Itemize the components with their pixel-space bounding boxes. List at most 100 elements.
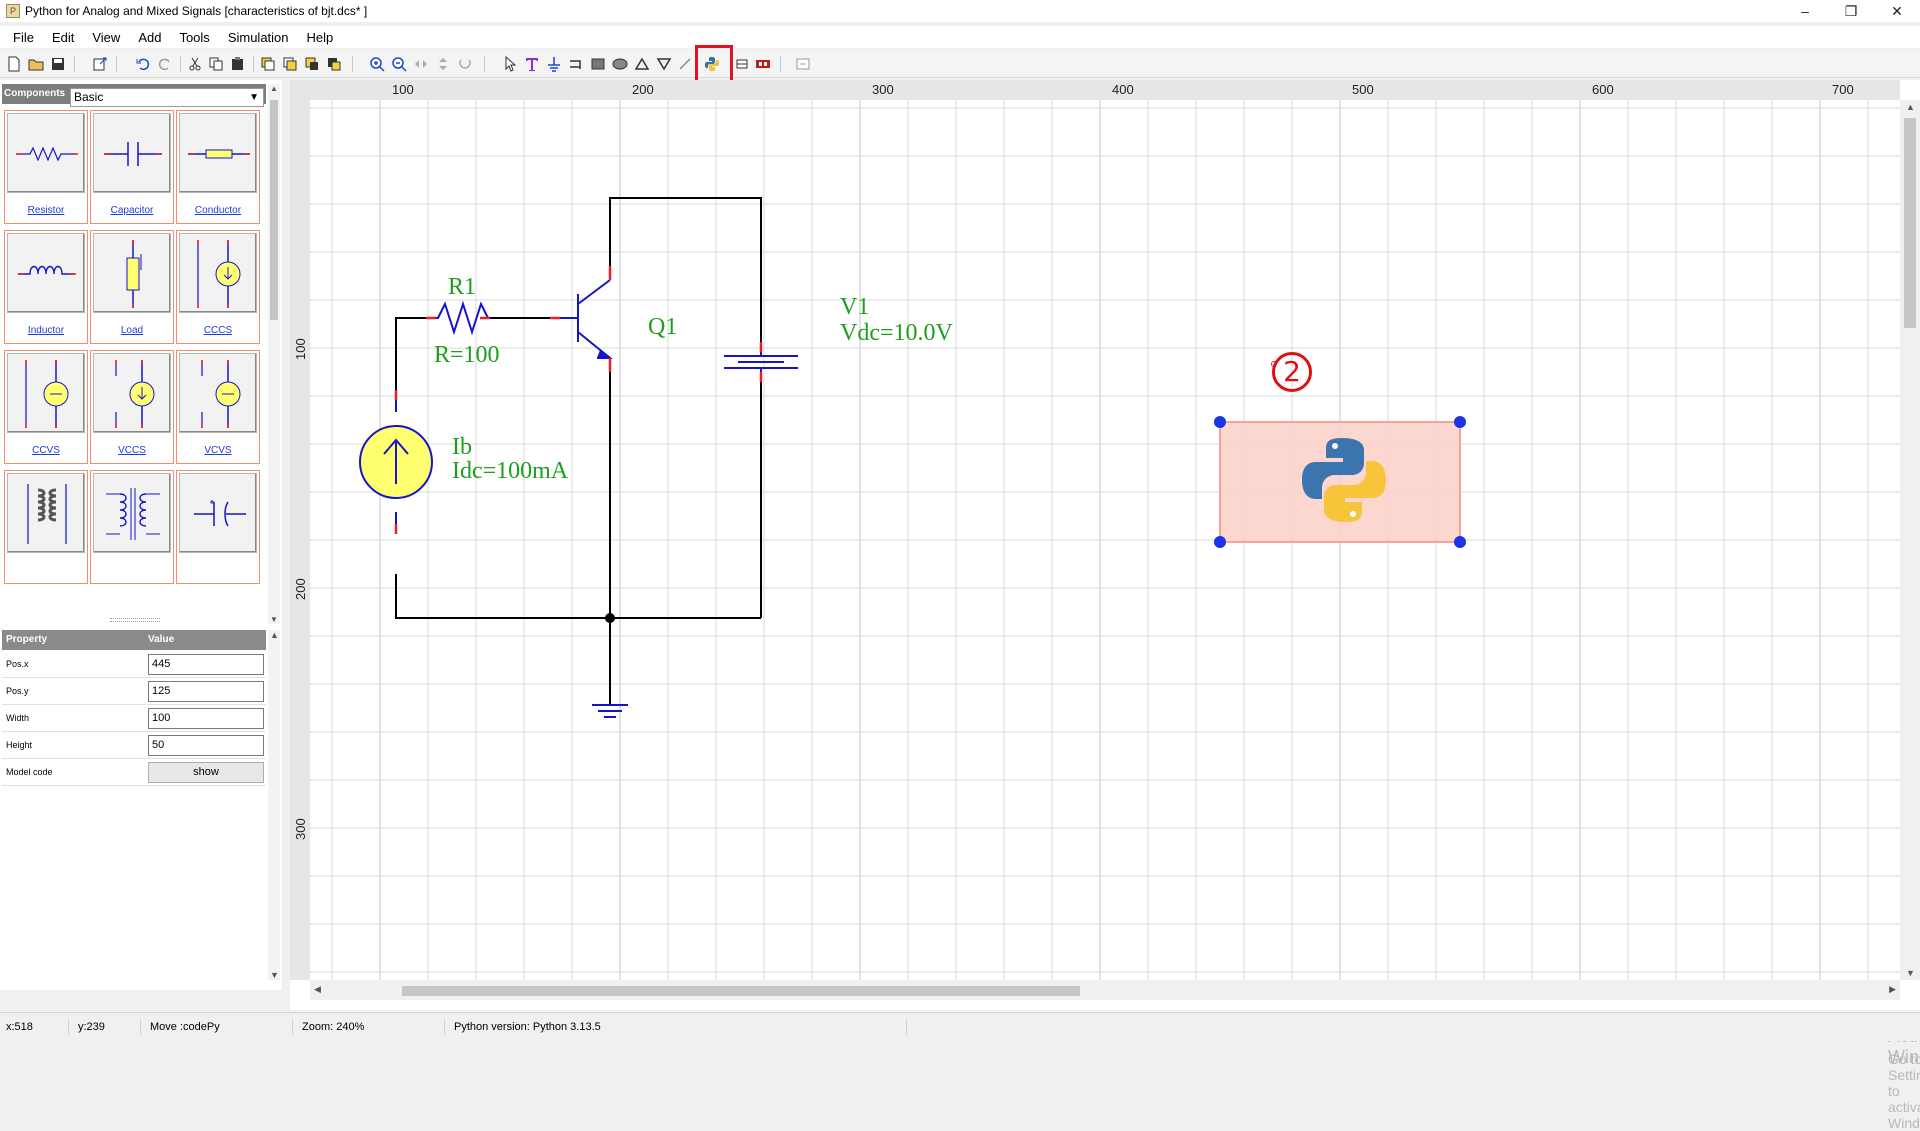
pos-y-field[interactable]: 125: [148, 681, 264, 702]
redo-icon[interactable]: [156, 55, 174, 73]
window-title: Python for Analog and Mixed Signals [cha…: [25, 4, 368, 18]
close-button[interactable]: ✕: [1891, 3, 1903, 19]
component-resistor[interactable]: Resistor: [4, 110, 88, 224]
schematic-drawing[interactable]: R1 R=100 Q1 V1 Vdc=10.0V Ib Idc=100mA: [310, 100, 1900, 980]
property-row-pos-y: Pos.y 125: [2, 678, 266, 705]
menu-add[interactable]: Add: [138, 29, 162, 45]
flip-horizontal-icon[interactable]: [412, 55, 430, 73]
block-tool-icon[interactable]: [733, 55, 751, 73]
ruler-label: 200: [632, 82, 654, 97]
horizontal-scroll-thumb[interactable]: [402, 986, 1080, 996]
undo-icon[interactable]: [134, 55, 152, 73]
image-tool-icon[interactable]: [754, 55, 772, 73]
schematic-canvas-area: 100 200 300 400 500 600 700 100 200 300: [290, 80, 1920, 1131]
scroll-right-icon[interactable]: ▶: [1889, 984, 1896, 994]
resize-handle-bottom-right[interactable]: [1454, 536, 1466, 548]
scroll-down-icon[interactable]: ▼: [1906, 968, 1915, 978]
wire-tool-icon[interactable]: [567, 55, 585, 73]
menu-edit[interactable]: Edit: [51, 29, 75, 45]
panel-toggle-icon[interactable]: [794, 55, 812, 73]
ground-symbol[interactable]: [592, 704, 628, 718]
zoom-out-icon[interactable]: [390, 55, 408, 73]
palette-scroll-thumb[interactable]: [270, 100, 278, 320]
canvas-horizontal-scrollbar[interactable]: ◀ ▶: [310, 980, 1900, 1000]
lower-icon[interactable]: [325, 55, 343, 73]
menu-simulation[interactable]: Simulation: [227, 29, 289, 45]
copy-icon[interactable]: [207, 55, 225, 73]
pos-x-field[interactable]: 445: [148, 654, 264, 675]
property-row-model-code: Model code show: [2, 759, 266, 786]
property-row-height: Height 50: [2, 732, 266, 759]
raise-icon[interactable]: [303, 55, 321, 73]
palette-scrollbar[interactable]: ▲ ▼: [268, 84, 280, 624]
height-field[interactable]: 50: [148, 735, 264, 756]
export-icon[interactable]: [91, 55, 109, 73]
menu-view[interactable]: View: [92, 29, 121, 45]
restore-button[interactable]: ❐: [1844, 3, 1858, 19]
send-back-icon[interactable]: [281, 55, 299, 73]
new-file-icon[interactable]: [5, 55, 23, 73]
menu-tools[interactable]: Tools: [179, 29, 210, 45]
vertical-scroll-thumb[interactable]: [1904, 118, 1916, 328]
arc-tool-icon[interactable]: [633, 55, 651, 73]
python-code-block[interactable]: [1214, 416, 1466, 548]
component-capacitor[interactable]: Capacitor: [90, 110, 174, 224]
component-ccvs[interactable]: CCVS: [4, 350, 88, 464]
show-model-code-button[interactable]: show: [148, 762, 264, 783]
text-tool-icon[interactable]: [523, 55, 541, 73]
line-tool-icon[interactable]: [676, 55, 694, 73]
polygon-tool-icon[interactable]: [655, 55, 673, 73]
current-source-ib[interactable]: [359, 390, 433, 534]
scroll-left-icon[interactable]: ◀: [314, 984, 321, 994]
minimize-button[interactable]: –: [1801, 3, 1809, 19]
component-vccs[interactable]: VCCS: [90, 350, 174, 464]
component-transformer[interactable]: [4, 470, 88, 584]
scroll-up-icon[interactable]: ▲: [1906, 102, 1915, 112]
width-field[interactable]: 100: [148, 708, 264, 729]
cut-icon[interactable]: [186, 55, 204, 73]
scroll-down-icon[interactable]: ▼: [270, 970, 279, 980]
component-conductor[interactable]: Conductor: [176, 110, 260, 224]
component-ideal-transformer[interactable]: [90, 470, 174, 584]
splitter-handle[interactable]: [110, 618, 160, 622]
ground-tool-icon[interactable]: [545, 55, 563, 73]
properties-scrollbar[interactable]: ▲ ▼: [268, 630, 280, 980]
category-select[interactable]: Basic ▼: [70, 88, 264, 107]
canvas-vertical-scrollbar[interactable]: ▲ ▼: [1900, 100, 1920, 980]
component-cccs[interactable]: CCCS: [176, 230, 260, 344]
component-inductor[interactable]: Inductor: [4, 230, 88, 344]
transistor-q1[interactable]: [550, 266, 613, 372]
python-code-icon[interactable]: [703, 55, 721, 73]
resize-handle-top-right[interactable]: [1454, 416, 1466, 428]
save-icon[interactable]: [49, 55, 67, 73]
bring-front-icon[interactable]: [259, 55, 277, 73]
scroll-down-icon[interactable]: ▼: [270, 615, 278, 624]
scroll-up-icon[interactable]: ▲: [270, 84, 278, 93]
zoom-in-icon[interactable]: [368, 55, 386, 73]
resistor-r1[interactable]: [426, 300, 490, 336]
menu-file[interactable]: File: [13, 29, 34, 45]
property-name: Model code: [6, 767, 53, 777]
callout-two: 2: [1272, 352, 1312, 392]
component-vcvs[interactable]: VCVS: [176, 350, 260, 464]
status-y-coordinate: y:239: [78, 1021, 105, 1033]
load-icon: [126, 240, 142, 308]
voltage-source-v1[interactable]: [724, 342, 798, 382]
rectangle-tool-icon[interactable]: [589, 55, 607, 73]
ruler-label: 600: [1592, 82, 1614, 97]
capacitor-icon: [104, 142, 162, 166]
rotate-icon[interactable]: [456, 55, 474, 73]
open-folder-icon[interactable]: [27, 55, 45, 73]
paste-icon[interactable]: [229, 55, 247, 73]
component-load[interactable]: Load: [90, 230, 174, 344]
flip-vertical-icon[interactable]: [434, 55, 452, 73]
resize-handle-top-left[interactable]: [1214, 416, 1226, 428]
ib-name-label: Ib: [452, 434, 472, 460]
scroll-up-icon[interactable]: ▲: [270, 630, 279, 640]
menu-help[interactable]: Help: [306, 29, 334, 45]
ellipse-tool-icon[interactable]: [611, 55, 629, 73]
pointer-icon[interactable]: [501, 55, 519, 73]
component-variable-capacitor[interactable]: [176, 470, 260, 584]
toolbar: [0, 50, 1920, 78]
resize-handle-bottom-left[interactable]: [1214, 536, 1226, 548]
